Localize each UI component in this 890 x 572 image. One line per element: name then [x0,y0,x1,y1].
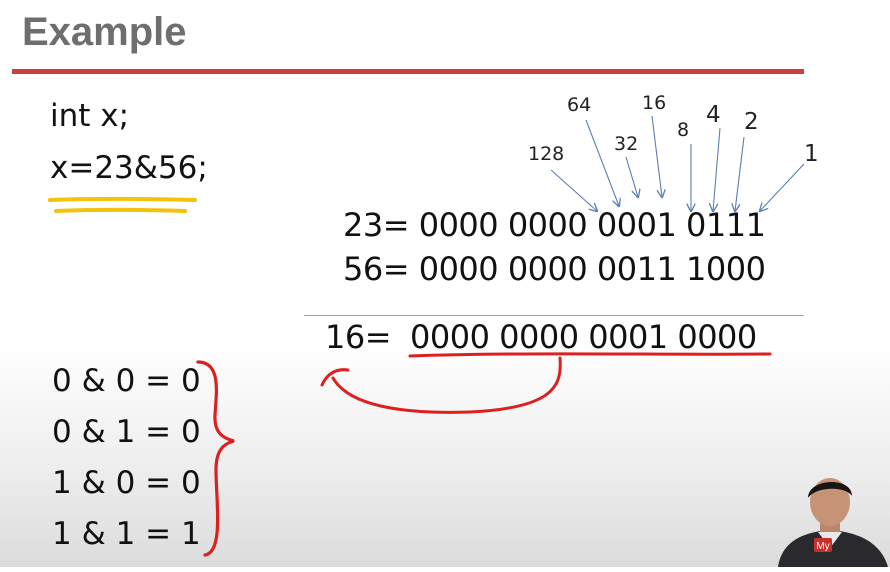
presenter-badge: My [816,541,829,552]
bit-weight-128: 128 [528,143,565,165]
title-divider [12,69,804,74]
result-return-arrowhead [320,368,350,387]
bit-weight-arrows [550,115,805,211]
code-line-declaration: int x; [50,98,130,134]
result-value: 0000 0000 0001 0000 [410,318,757,356]
arrow-4 [713,127,721,211]
highlight-underline [48,196,197,202]
bit-weight-4: 4 [706,102,721,128]
bit-weight-2: 2 [744,109,759,135]
binary-row-23: 23= 0000 0000 0001 0111 [343,206,766,244]
result-return-arrow [331,356,562,414]
arrow-128 [550,169,597,211]
truth-row-2: 0 & 1 = 0 [52,414,201,450]
truth-table-brace [196,360,235,557]
truth-row-4: 1 & 1 = 1 [52,516,201,552]
arrow-16 [651,115,662,197]
truth-row-3: 1 & 0 = 0 [52,465,201,501]
bit-weight-32: 32 [614,133,639,155]
result-label: 16= [325,318,392,356]
truth-row-1: 0 & 0 = 0 [52,363,201,399]
arrow-64 [585,119,619,206]
result-underline [408,352,772,358]
bit-weight-1: 1 [804,141,819,167]
arrow-32 [625,156,638,197]
binary-row-56: 56= 0000 0000 0011 1000 [343,250,766,288]
code-line-assignment: x=23&56; [50,150,208,186]
bit-weight-64: 64 [567,94,592,116]
bit-weight-8: 8 [677,119,690,141]
highlight-underline-2 [54,207,187,213]
slide-title: Example [22,10,187,54]
arrow-2 [735,136,745,211]
presenter-avatar: My [778,478,888,567]
presenter-thumbnail: My [770,470,890,567]
sum-divider [304,315,804,316]
bit-weight-16: 16 [642,92,667,114]
arrow-1 [760,163,805,211]
